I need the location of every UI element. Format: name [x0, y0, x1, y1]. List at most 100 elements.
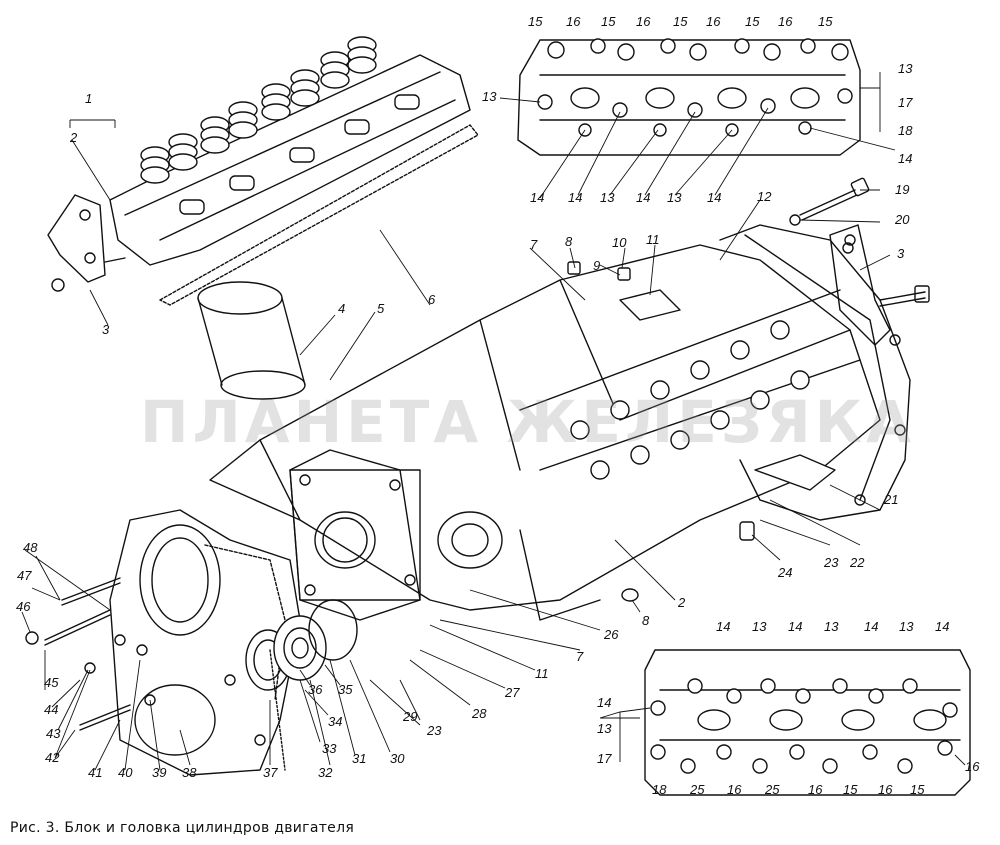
- cylinder-head-top-view: [517, 38, 861, 156]
- callout-20: 20: [895, 212, 910, 227]
- callout-top-16-c: 16: [706, 14, 721, 29]
- callout-45: 45: [44, 675, 59, 690]
- callout-bot-25-b: 16: [727, 782, 742, 797]
- callout-bot-16-b: 25: [765, 782, 780, 797]
- callout-23-right: 23: [824, 555, 839, 570]
- callout-30: 30: [390, 751, 405, 766]
- callout-bot-25-a: 18: [652, 782, 667, 797]
- callout-28: 28: [472, 706, 487, 721]
- callout-bot-15-b: 16: [878, 782, 893, 797]
- callout-top-16-a: 16: [566, 14, 581, 29]
- callout-7-bottom: 7: [576, 649, 584, 664]
- callout-3-right: 3: [897, 246, 905, 261]
- cylinder-head-left: [109, 36, 471, 266]
- callout-top-14-b2: 13: [600, 190, 615, 205]
- callout-43: 43: [46, 726, 61, 741]
- callout-top-15-a: 15: [528, 14, 543, 29]
- callout-top-13-left: 13: [482, 89, 497, 104]
- callout-top-15-e: 15: [818, 14, 833, 29]
- callout-46: 46: [16, 599, 31, 614]
- callout-33: 33: [322, 741, 337, 756]
- callout-bot-13-a: 13: [752, 619, 767, 634]
- callout-11-bottom: 11: [535, 666, 549, 681]
- callout-35: 35: [338, 682, 353, 697]
- callout-7-top: 7: [530, 237, 538, 252]
- callout-4: 4: [338, 301, 346, 316]
- timing-cover: [109, 509, 301, 776]
- callout-32: 32: [318, 765, 333, 780]
- callout-bot-14-c: 14: [864, 619, 879, 634]
- callout-6: 6: [428, 292, 436, 307]
- callout-bot-17: 13: [597, 721, 612, 736]
- callout-bot-16-c: 15: [843, 782, 858, 797]
- callout-bot-16-d: 15: [910, 782, 925, 797]
- cylinder-head-bottom-view: [644, 649, 971, 796]
- callout-5: 5: [377, 301, 385, 316]
- callout-37: 37: [263, 765, 278, 780]
- callout-top-16-b: 16: [636, 14, 651, 29]
- callout-12: 12: [757, 189, 772, 204]
- callout-26: 26: [604, 627, 619, 642]
- bolt-19: [799, 189, 858, 221]
- callout-38: 38: [182, 765, 197, 780]
- callout-36: 36: [308, 682, 323, 697]
- callout-3-left: 3: [102, 322, 110, 337]
- lifting-bracket-right: [829, 224, 891, 346]
- callout-9: 9: [593, 258, 601, 273]
- callout-top-13-right: 13: [898, 61, 913, 76]
- callout-2-bottom: 2: [678, 595, 686, 610]
- callout-2: 2: [70, 130, 78, 145]
- callout-top-13-b1: 14: [568, 190, 583, 205]
- callout-bot-15-right: 16: [965, 759, 980, 774]
- callout-top-14-right: 14: [898, 151, 913, 166]
- callout-31: 31: [352, 751, 367, 766]
- callout-bot-13-b: 13: [824, 619, 839, 634]
- callout-10: 10: [612, 235, 627, 250]
- lifting-bracket-left: [47, 194, 106, 283]
- callout-19: 19: [895, 182, 910, 197]
- callout-41: 41: [88, 765, 103, 780]
- callout-top-13-b2: 14: [636, 190, 651, 205]
- callout-bot-14-d: 14: [935, 619, 950, 634]
- cylinder-liner: [197, 281, 306, 400]
- head-gasket: [159, 124, 479, 306]
- callout-bot-18: 17: [597, 751, 612, 766]
- callout-27: 27: [505, 685, 520, 700]
- callout-11-top: 11: [646, 232, 660, 247]
- callout-39: 39: [152, 765, 167, 780]
- callout-bot-13-c: 13: [899, 619, 914, 634]
- callout-29: 29: [403, 709, 418, 724]
- callout-40: 40: [118, 765, 133, 780]
- callout-42: 42: [45, 750, 60, 765]
- callout-24: 24: [778, 565, 793, 580]
- callout-top-15-c: 15: [673, 14, 688, 29]
- callout-8-top: 8: [565, 234, 573, 249]
- callout-top-18: 18: [898, 123, 913, 138]
- callout-8-bottom: 8: [642, 613, 650, 628]
- callout-top-17: 17: [898, 95, 913, 110]
- callout-bot-16-a: 25: [690, 782, 705, 797]
- callout-top-15-d: 15: [745, 14, 760, 29]
- callout-23-bottom: 23: [427, 723, 442, 738]
- callout-1: 1: [85, 91, 93, 106]
- figure-caption: Рис. 3. Блок и головка цилиндров двигате…: [10, 820, 355, 836]
- cylinder-block: [209, 244, 881, 621]
- leader-lines: [21, 72, 966, 771]
- callout-21: 21: [884, 492, 899, 507]
- callout-bot-15-a: 16: [808, 782, 823, 797]
- callout-47: 47: [17, 568, 32, 583]
- flywheel-housing: [719, 224, 911, 521]
- callout-22: 22: [850, 555, 865, 570]
- callout-top-14-b3: 13: [667, 190, 682, 205]
- callout-34: 34: [328, 714, 343, 729]
- callout-top-13-b3: 14: [707, 190, 722, 205]
- callout-44: 44: [44, 702, 59, 717]
- callout-top-14-b1: 14: [530, 190, 545, 205]
- front-plate: [289, 449, 421, 621]
- callout-bot-14-a: 14: [716, 619, 731, 634]
- callout-top-16-d: 16: [778, 14, 793, 29]
- callout-bot-13-left: 14: [597, 695, 612, 710]
- callout-bot-14-b: 14: [788, 619, 803, 634]
- callout-top-15-b: 15: [601, 14, 616, 29]
